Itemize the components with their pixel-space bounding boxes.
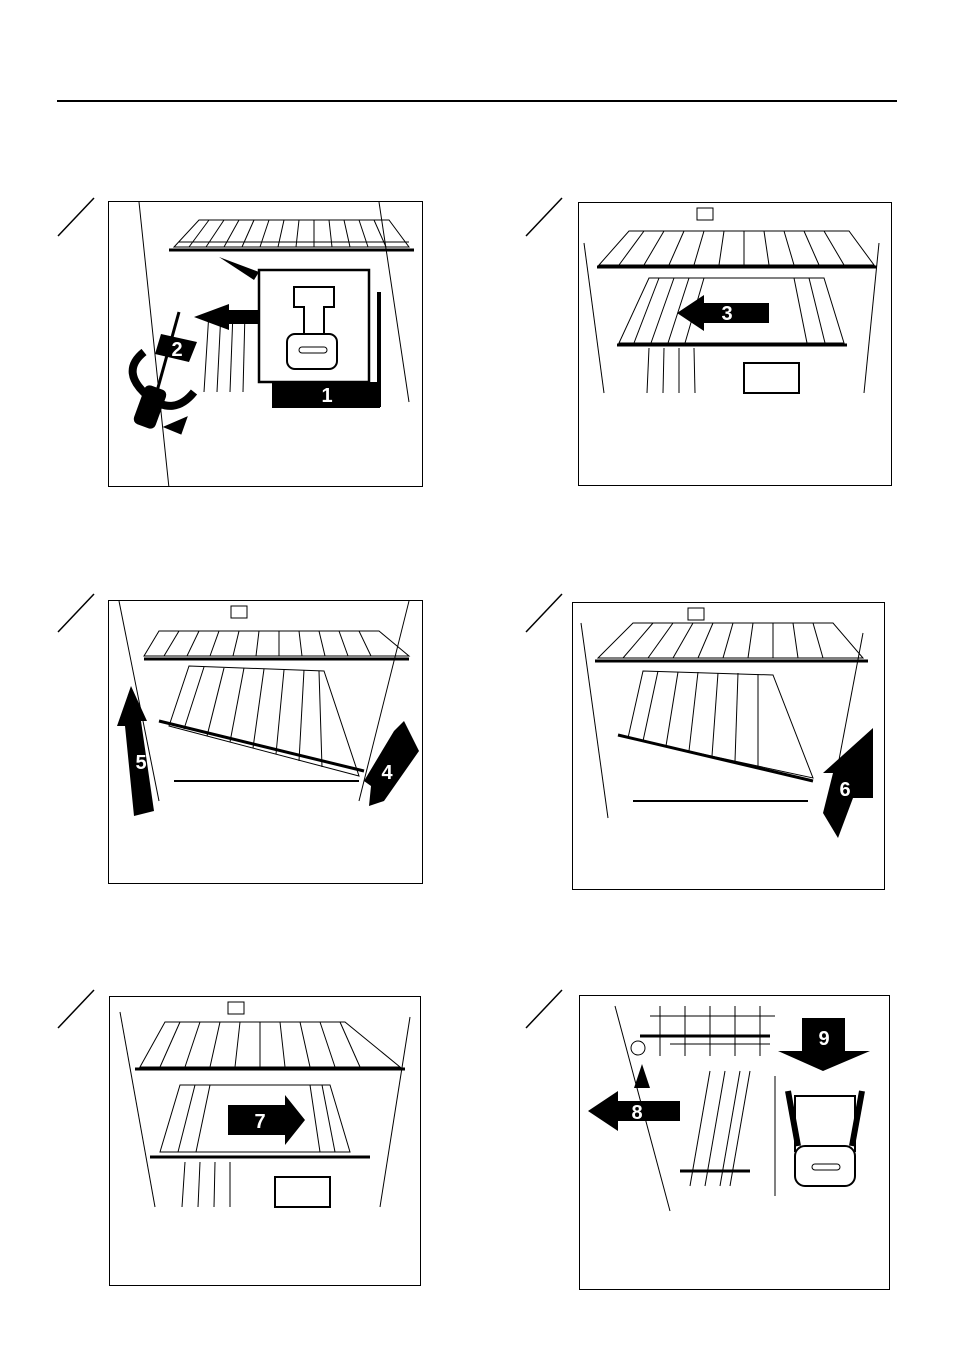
upper-shelf [144,631,409,659]
screwdriver-icon [133,312,194,434]
shelf-detail [631,1006,775,1186]
header-rule [57,100,897,102]
figure-marker-1 [56,196,96,238]
lower-shelf [150,1085,370,1207]
arrow-up-icon [219,257,259,280]
svg-text:5: 5 [135,752,146,774]
svg-text:2: 2 [171,339,182,361]
figure-marker-4 [524,592,564,634]
upper-shelf [135,1022,405,1069]
svg-text:3: 3 [721,303,732,325]
svg-text:1: 1 [321,385,332,407]
step-6-drawing: 8 9 [580,996,890,1290]
shelf-bracket-icon [775,1076,862,1196]
figure-marker-6 [524,988,564,1030]
figure-marker-5 [56,988,96,1030]
callout-5-arrow: 5 [117,686,154,816]
callout-2-label: 2 [155,334,197,362]
step-4-illustration: 6 [572,602,885,890]
callout-3-arrow: 3 [677,295,769,331]
arrow-left-icon [194,304,259,330]
callout-7-arrow: 7 [228,1095,305,1145]
step-2-illustration: 3 [578,202,892,486]
step-3-drawing: 5 4 [109,601,423,884]
callout-4-arrow: 4 [364,721,419,806]
callout-8-arrow: 8 [588,1064,680,1131]
step-6-illustration: 8 9 [579,995,890,1290]
step-1-drawing: 1 2 [109,202,423,487]
step-5-drawing: 7 [110,997,421,1286]
step-2-drawing: 3 [579,203,892,486]
upper-shelf [595,623,868,661]
step-4-drawing: 6 [573,603,885,890]
step-5-illustration: 7 [109,996,421,1286]
upper-shelf [169,220,414,250]
svg-text:8: 8 [631,1102,642,1124]
tilted-shelf [159,666,364,781]
step-1-illustration: 1 2 [108,201,423,487]
figure-marker-3 [56,592,96,634]
callout-1-box: 1 [272,382,380,408]
callout-9-arrow: 9 [778,1018,870,1071]
callout-6-arrow: 6 [823,728,873,838]
step-3-illustration: 5 4 [108,600,423,884]
svg-text:7: 7 [254,1111,265,1133]
tilted-shelf [618,671,813,801]
figure-marker-2 [524,196,564,238]
svg-text:4: 4 [381,762,393,784]
lower-shelf [617,278,847,393]
upper-shelf [597,231,877,267]
svg-text:6: 6 [839,779,850,801]
svg-text:9: 9 [818,1028,829,1050]
